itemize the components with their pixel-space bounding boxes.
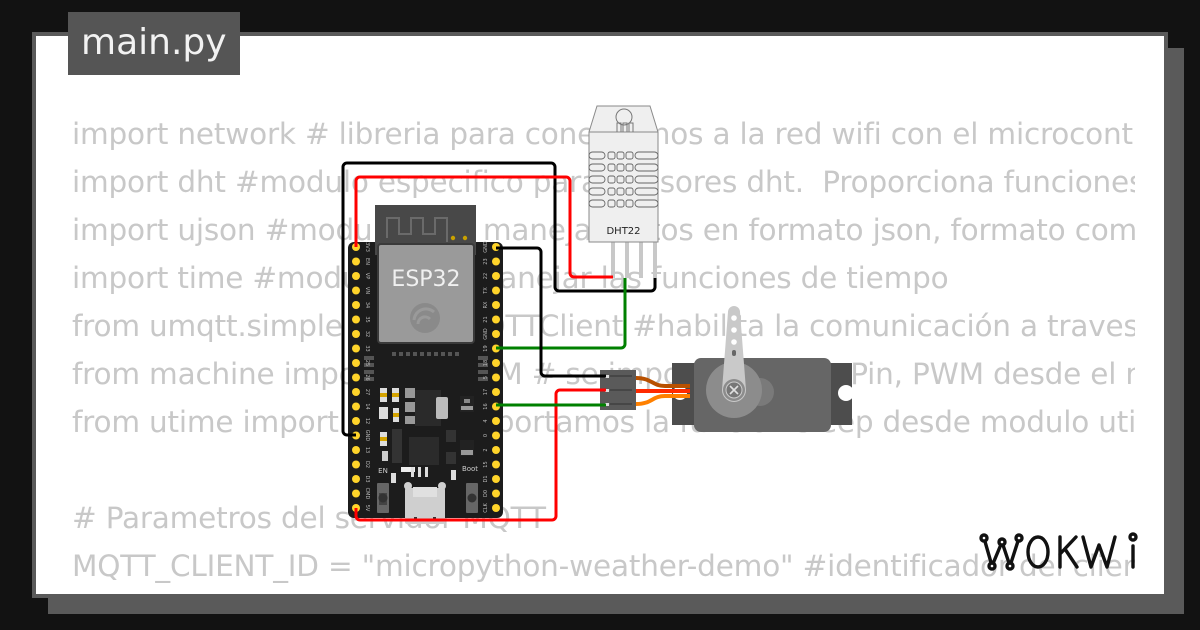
svg-text:EN: EN — [364, 258, 370, 265]
svg-text:15: 15 — [483, 461, 489, 467]
boot-button[interactable]: Boot — [462, 465, 478, 513]
svg-text:21: 21 — [483, 316, 489, 322]
wire-gnd-dht — [341, 161, 657, 437]
svg-text:VP: VP — [364, 273, 370, 279]
svg-text:13: 13 — [364, 447, 370, 453]
svg-text:23: 23 — [483, 258, 489, 264]
svg-text:CLK: CLK — [483, 503, 489, 513]
svg-text:32: 32 — [364, 331, 370, 337]
svg-text:D2: D2 — [364, 461, 370, 468]
boot-label: Boot — [462, 465, 478, 473]
svg-text:17: 17 — [483, 389, 489, 395]
dht-grille — [588, 151, 659, 208]
espressif-logo-icon — [410, 303, 440, 333]
servo-motor[interactable] — [672, 306, 854, 432]
svg-text:22: 22 — [483, 273, 489, 279]
svg-text:14: 14 — [364, 403, 370, 409]
usb-port — [404, 482, 446, 524]
svg-text:33: 33 — [364, 345, 370, 351]
svg-text:RX: RX — [483, 301, 489, 308]
right-pin-header: GND 23 22 TX RX 21 GND 19 18 5 17 16 4 0… — [483, 241, 500, 513]
file-title-tab: main.py — [68, 12, 240, 75]
svg-text:0: 0 — [483, 434, 489, 437]
wokwi-logo: WOKWi — [979, 532, 1138, 571]
svg-text:VN: VN — [364, 287, 370, 294]
esp32-board[interactable]: ESP32 — [348, 205, 503, 524]
code-line: MQTT_CLIENT_ID = "micropython-weather-de… — [72, 549, 1135, 583]
svg-text:34: 34 — [364, 302, 370, 308]
svg-text:19: 19 — [483, 345, 489, 351]
svg-text:35: 35 — [364, 316, 370, 322]
en-button[interactable]: EN — [377, 467, 389, 513]
svg-text:D0: D0 — [483, 490, 489, 497]
svg-text:GND: GND — [483, 328, 489, 340]
dht22-sensor[interactable]: DHT22 — [588, 105, 659, 278]
svg-text:CMD: CMD — [364, 488, 370, 500]
wire-vcc-servo — [354, 388, 606, 522]
servo-cable — [635, 376, 690, 406]
left-pin-header: 3V3 EN VP VN 34 35 32 33 25 26 27 14 12 … — [352, 242, 370, 512]
dht22-label: DHT22 — [606, 226, 640, 237]
svg-text:26: 26 — [364, 374, 370, 380]
svg-text:GND: GND — [483, 241, 489, 253]
wires — [341, 161, 657, 522]
code-line: import network # libreria para conectarn… — [72, 117, 1135, 151]
esp32-label: ESP32 — [391, 267, 460, 292]
svg-text:2: 2 — [483, 448, 489, 451]
svg-text:3V3: 3V3 — [364, 242, 370, 252]
svg-text:12: 12 — [364, 418, 370, 424]
svg-text:GND: GND — [364, 430, 370, 442]
svg-text:25: 25 — [364, 360, 370, 366]
wire-vcc-dht — [354, 175, 613, 279]
en-label: EN — [378, 467, 388, 475]
svg-text:16: 16 — [483, 403, 489, 409]
svg-text:TX: TX — [483, 287, 489, 295]
svg-text:D1: D1 — [483, 475, 489, 482]
wire-gnd-servo — [496, 246, 606, 378]
svg-text:5V: 5V — [364, 505, 370, 512]
svg-text:18: 18 — [483, 360, 489, 366]
svg-text:5: 5 — [483, 376, 489, 379]
svg-text:D3: D3 — [364, 475, 370, 482]
svg-text:4: 4 — [483, 419, 489, 422]
wire-data-dht — [496, 278, 627, 350]
svg-text:27: 27 — [364, 389, 370, 395]
